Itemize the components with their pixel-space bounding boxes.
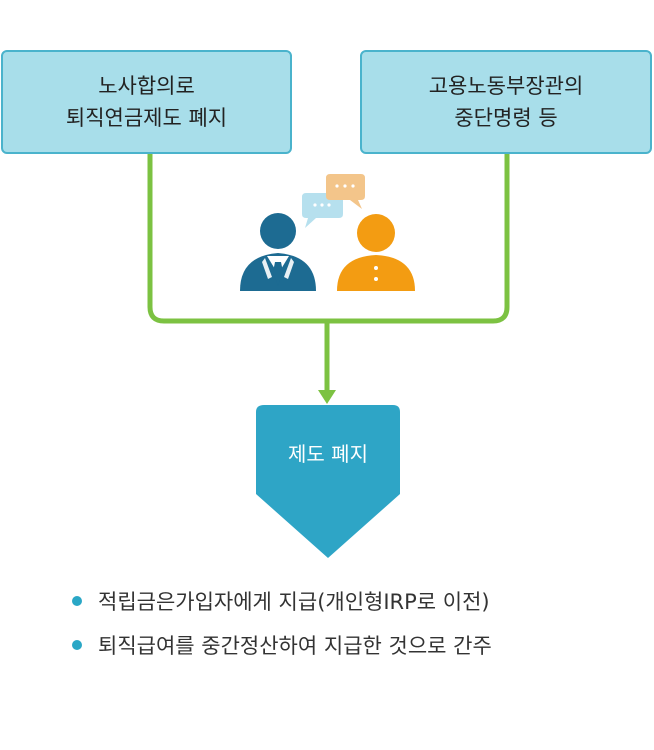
box-right-line2: 중단명령 등 bbox=[454, 106, 558, 130]
businessman-icon bbox=[240, 213, 316, 291]
bullet-list: 적립금은가입자에게 지급(개인형IRP로 이전) 퇴직급여를 중간정산하여 지급… bbox=[70, 580, 492, 668]
arrow-down-icon bbox=[318, 390, 336, 404]
bullet-text: 퇴직급여를 중간정산하여 지급한 것으로 간주 bbox=[98, 634, 492, 658]
bullet-dot-icon bbox=[72, 596, 82, 606]
speech-bubble-icon bbox=[326, 174, 365, 209]
bullet-dot-icon bbox=[72, 640, 82, 650]
box-left-line1: 노사합의로 bbox=[98, 74, 195, 98]
box-ministry-order: 고용노동부장관의 중단명령 등 bbox=[360, 50, 652, 154]
bullet-item: 퇴직급여를 중간정산하여 지급한 것으로 간주 bbox=[70, 624, 492, 668]
result-label: 제도 폐지 bbox=[288, 442, 368, 466]
box-right-line1: 고용노동부장관의 bbox=[428, 74, 584, 98]
speech-bubble-icon bbox=[302, 193, 343, 228]
box-labor-agreement: 노사합의로 퇴직연금제도 폐지 bbox=[1, 50, 292, 154]
bullet-text: 적립금은가입자에게 지급(개인형IRP로 이전) bbox=[98, 590, 490, 614]
person-icon bbox=[337, 214, 415, 291]
bullet-item: 적립금은가입자에게 지급(개인형IRP로 이전) bbox=[70, 580, 492, 624]
result-shape bbox=[256, 405, 400, 558]
box-left-line2: 퇴직연금제도 폐지 bbox=[65, 106, 228, 130]
